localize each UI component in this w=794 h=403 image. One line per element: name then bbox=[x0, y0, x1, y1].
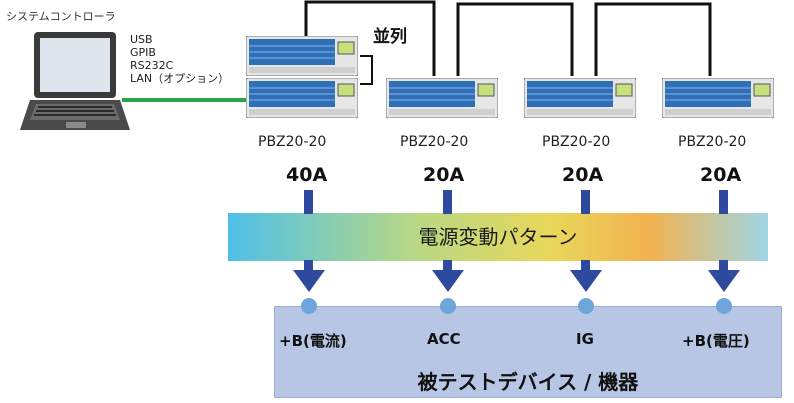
interface-lan: LAN（オプション） bbox=[130, 72, 230, 85]
power-supply-unit-2 bbox=[386, 78, 498, 118]
interface-gpib: GPIB bbox=[130, 46, 156, 59]
power-supply-unit-3 bbox=[524, 78, 636, 118]
arrow-3-shaft-bottom bbox=[581, 260, 590, 272]
unit-1-model: PBZ20-20 bbox=[258, 134, 327, 150]
parallel-label: 並列 bbox=[373, 27, 407, 47]
arrow-3-head bbox=[570, 270, 602, 292]
terminal-dot-2 bbox=[440, 298, 456, 314]
device-label: 被テストデバイス / 機器 bbox=[417, 370, 639, 394]
terminal-label-b-current: +B(電流) bbox=[279, 332, 347, 350]
terminal-label-ig: IG bbox=[576, 330, 594, 348]
arrow-2-shaft-bottom bbox=[443, 260, 452, 272]
unit-4-model: PBZ20-20 bbox=[678, 134, 747, 150]
unit-3-current: 20A bbox=[562, 164, 604, 186]
terminal-label-b-voltage: +B(電圧) bbox=[682, 332, 750, 350]
device-under-test-box bbox=[274, 306, 782, 398]
arrow-1-shaft-top bbox=[304, 190, 313, 214]
arrow-3-shaft-top bbox=[581, 190, 590, 214]
terminal-label-acc: ACC bbox=[427, 330, 461, 348]
arrow-2-head bbox=[432, 270, 464, 292]
pattern-label: 電源変動パターン bbox=[418, 225, 578, 249]
unit-3-model: PBZ20-20 bbox=[542, 134, 611, 150]
arrow-1-head bbox=[293, 270, 325, 292]
power-supply-unit-1a bbox=[246, 36, 358, 76]
laptop-icon bbox=[20, 32, 130, 130]
power-supply-unit-1b bbox=[246, 78, 358, 118]
unit-4-current: 20A bbox=[700, 164, 742, 186]
arrow-4-shaft-top bbox=[719, 190, 728, 214]
controller-label: システムコントローラ bbox=[6, 10, 116, 23]
chain-cable-3 bbox=[594, 2, 712, 76]
arrow-4-shaft-bottom bbox=[719, 260, 728, 272]
arrow-2-shaft-top bbox=[443, 190, 452, 214]
unit-2-current: 20A bbox=[423, 164, 465, 186]
terminal-dot-4 bbox=[716, 298, 732, 314]
arrow-1-shaft-bottom bbox=[304, 260, 313, 272]
unit-2-model: PBZ20-20 bbox=[400, 134, 469, 150]
chain-cable-1 bbox=[304, 0, 436, 76]
terminal-dot-3 bbox=[578, 298, 594, 314]
interface-usb: USB bbox=[130, 33, 153, 46]
power-supply-unit-4 bbox=[662, 78, 774, 118]
interface-rs232c: RS232C bbox=[130, 59, 174, 72]
terminal-dot-1 bbox=[301, 298, 317, 314]
pattern-banner bbox=[228, 213, 768, 261]
arrow-4-head bbox=[708, 270, 740, 292]
parallel-bracket bbox=[360, 55, 373, 85]
chain-cable-2 bbox=[456, 2, 574, 76]
unit-1-current: 40A bbox=[286, 164, 328, 186]
